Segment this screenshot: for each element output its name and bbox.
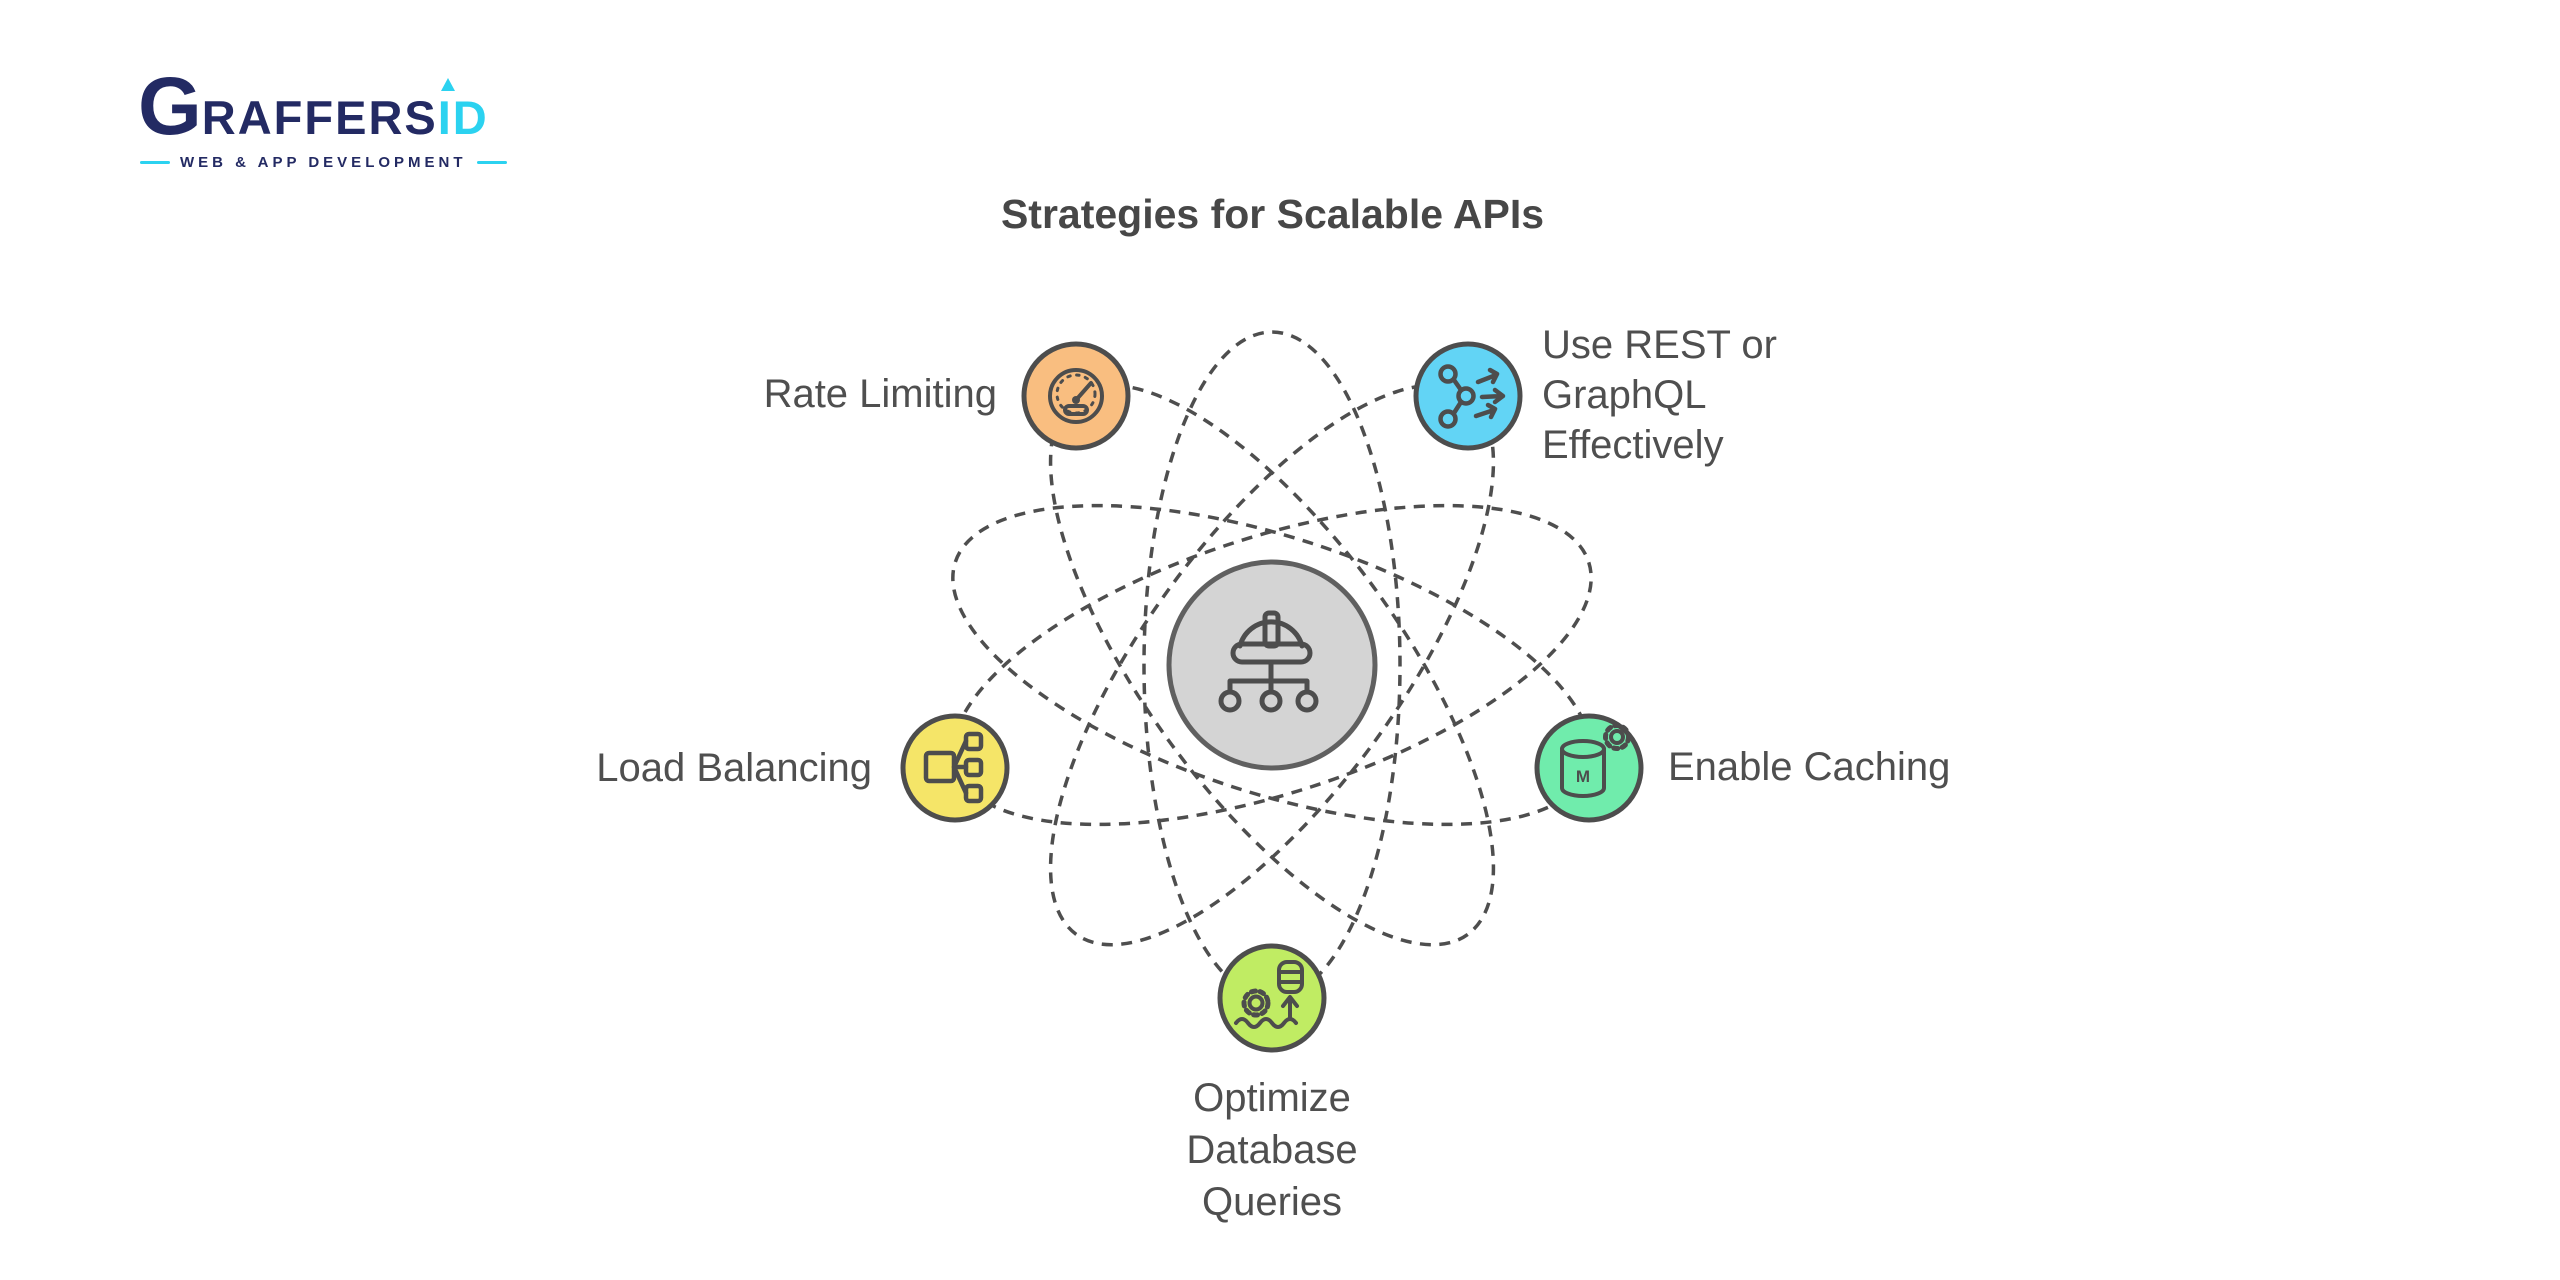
page-title: Strategies for Scalable APIs	[1000, 191, 1545, 237]
node-load-balancing	[900, 713, 1010, 823]
node-label-load-balancing: Load Balancing	[596, 746, 872, 790]
speedometer-icon	[1048, 368, 1104, 424]
node-use-rest-graphql	[1413, 341, 1523, 451]
logo-id-letters: ID	[437, 91, 489, 144]
logo-wordmark: G RAFFERS ID	[138, 61, 507, 152]
logo-tagline-row: WEB & APP DEVELOPMENT	[140, 154, 507, 171]
logo-text-graffers: RAFFERS	[201, 91, 438, 144]
node-circle-optimize-database-queries	[1217, 943, 1327, 1053]
pencil-tip-icon	[440, 78, 455, 91]
node-optimize-database-queries	[1217, 943, 1327, 1053]
svg-text:M: M	[1576, 767, 1590, 786]
graffersid-logo: G RAFFERS ID WEB & APP DEVELOPMENT	[138, 61, 507, 171]
node-enable-caching: M	[1534, 713, 1644, 823]
node-label-enable-caching: Enable Caching	[1668, 745, 1951, 789]
logo-text-id: ID	[437, 78, 489, 145]
cache-database-gear-icon: M	[1560, 723, 1631, 798]
logo-tagline: WEB & APP DEVELOPMENT	[180, 154, 467, 171]
center-node	[1166, 559, 1378, 771]
tagline-left-dash	[140, 161, 170, 164]
logo-letter-g: G	[138, 61, 202, 152]
node-label-rate-limiting: Rate Limiting	[763, 372, 997, 416]
tagline-right-dash	[476, 161, 507, 164]
api-routing-icon	[1438, 364, 1506, 429]
node-label-optimize-database-queries: Optimize Database Queries	[1186, 1076, 1358, 1224]
database-optimization-icon	[1234, 960, 1304, 1029]
node-rate-limiting	[1021, 341, 1131, 451]
orbit-ellipse	[1048, 383, 1496, 947]
load-balancer-icon	[923, 731, 984, 804]
node-label-use-rest-graphql: Use REST or GraphQL Effectively	[1542, 323, 1777, 467]
engineering-hat-hierarchy-icon	[1218, 610, 1319, 713]
